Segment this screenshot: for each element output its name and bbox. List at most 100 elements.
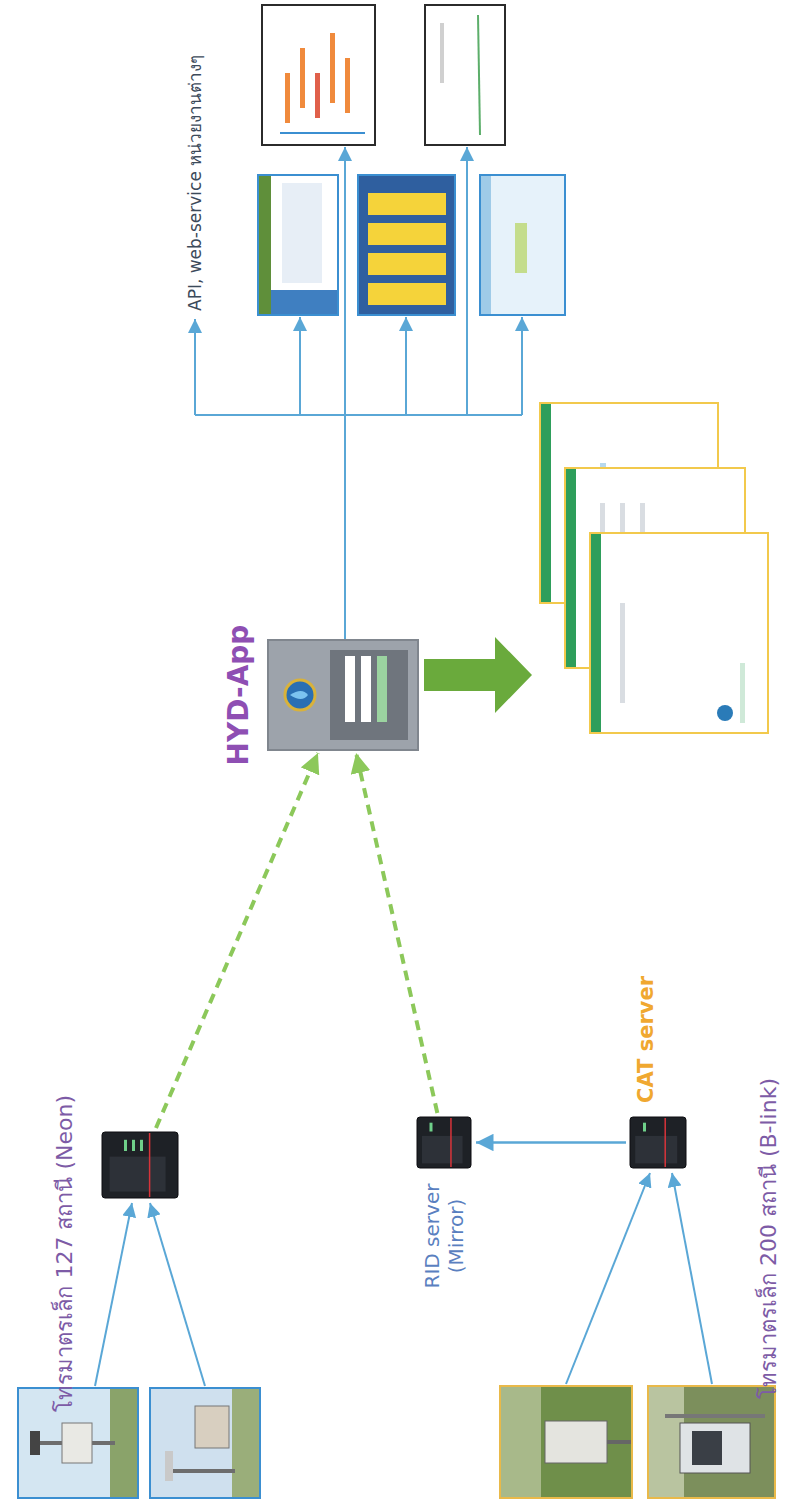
- app-bar: [345, 656, 355, 722]
- server-body: [630, 1117, 686, 1168]
- photo-foliage: [501, 1387, 541, 1497]
- distribution-line: [299, 317, 301, 415]
- photo-frame: [648, 1386, 775, 1498]
- photo-pole: [165, 1469, 235, 1473]
- screenshot-bar: [591, 534, 601, 732]
- server-light: [124, 1140, 127, 1151]
- agency-screenshot: [425, 5, 505, 145]
- server-panel: [422, 1136, 463, 1164]
- app-frame: [268, 640, 418, 750]
- photo-cabinet: [195, 1406, 229, 1448]
- screenshot-cell: [740, 663, 745, 723]
- server-light: [132, 1140, 135, 1151]
- feed-arrow: [566, 1173, 650, 1384]
- distribution-line: [521, 317, 523, 415]
- screenshot-cell: [315, 73, 320, 118]
- distribution-line: [466, 147, 468, 415]
- app-logo-drop: [290, 691, 308, 699]
- photo-pole: [665, 1414, 765, 1418]
- screenshot-logo: [717, 705, 733, 721]
- node-label: CAT server: [634, 976, 659, 1103]
- server-stripe: [664, 1118, 666, 1167]
- app-logo: [285, 680, 315, 710]
- photo-frame: [18, 1388, 138, 1498]
- screenshot-frame: [425, 5, 505, 145]
- node-label: HYD-App: [222, 625, 256, 766]
- screenshot-frame: [262, 5, 375, 145]
- node-label: RID server (Mirror): [420, 1180, 468, 1292]
- node-label: โทรมาตรเล็ก 127 สถานี (Neon): [52, 1095, 78, 1412]
- photo-pole: [607, 1440, 631, 1444]
- flow-connector: [356, 753, 437, 1113]
- screenshot-cell: [282, 183, 322, 283]
- server-stripe: [450, 1118, 452, 1167]
- screenshot-frame: [358, 175, 455, 315]
- flow-connector: [156, 753, 318, 1128]
- photo-arm: [165, 1451, 173, 1481]
- node-label-group: CAT server: [634, 976, 659, 1103]
- distribution-line: [405, 317, 407, 415]
- node-label-group: HYD-App: [222, 625, 256, 766]
- output-arrow: [424, 637, 532, 713]
- screenshot-frame: [480, 175, 565, 315]
- screenshot-bar: [566, 469, 576, 667]
- distribution-line: [194, 319, 196, 415]
- agency-screenshot: [258, 175, 338, 315]
- node-icon: [415, 1115, 473, 1170]
- hyd-app-box: HYD-App: [268, 640, 418, 750]
- screenshot-bar: [259, 176, 271, 314]
- screenshot-bar: [541, 404, 551, 602]
- photo-cabinet: [680, 1423, 750, 1473]
- screenshot-chart-line: [478, 15, 480, 135]
- distribution-bus: [195, 414, 522, 416]
- feed-arrow: [150, 1203, 205, 1386]
- app-panel: [330, 650, 408, 740]
- photo-cabinet: [62, 1423, 92, 1463]
- screenshot-cell: [368, 223, 446, 245]
- screenshot-sidebar: [271, 290, 337, 314]
- screenshot-cell: [368, 253, 446, 275]
- station-count-label: โทรมาตรเล็ก 200 สถานี (B-link): [756, 1078, 782, 1399]
- agency-screenshot: [262, 5, 375, 145]
- server-light: [430, 1123, 433, 1132]
- station-photo: [500, 1386, 632, 1498]
- screenshot-frame: [258, 175, 338, 315]
- server-light: [643, 1123, 646, 1132]
- server-body: [417, 1117, 471, 1168]
- screenshot-cell: [368, 283, 446, 305]
- distribution-line: [344, 147, 346, 640]
- screenshot-axis: [280, 132, 365, 134]
- feed-arrow: [95, 1203, 132, 1386]
- screenshot-cell: [620, 603, 625, 703]
- app-bar: [377, 656, 387, 722]
- screenshot-cell: [440, 23, 444, 83]
- photo-equipment: [692, 1431, 722, 1465]
- photo-frame: [500, 1386, 632, 1498]
- screenshot-frame: [590, 533, 768, 733]
- photo-frame: [150, 1388, 260, 1498]
- station-photo: [150, 1388, 260, 1498]
- server-panel: [110, 1157, 166, 1192]
- node-icon: [628, 1115, 688, 1170]
- feed-arrow: [672, 1173, 712, 1384]
- screenshot-cell: [330, 33, 335, 103]
- station-photo: [648, 1386, 775, 1498]
- app-bar: [361, 656, 371, 722]
- node-label-group: RID server (Mirror): [420, 1180, 468, 1292]
- server-stripe: [149, 1133, 151, 1197]
- web-screenshot: [590, 533, 768, 733]
- photo-foliage: [649, 1387, 684, 1497]
- server-panel: [635, 1136, 677, 1164]
- server-light: [140, 1140, 143, 1151]
- station-photo: [18, 1388, 138, 1498]
- node-label-group: โทรมาตรเล็ก 127 สถานี (Neon): [52, 1095, 78, 1412]
- screenshot-cell: [300, 48, 305, 108]
- cat-server: CAT server: [628, 1115, 688, 1170]
- agency-screenshot: [358, 175, 455, 315]
- screenshot-bar: [481, 176, 491, 314]
- screenshot-cell: [515, 223, 527, 273]
- agency-screenshot: [480, 175, 565, 315]
